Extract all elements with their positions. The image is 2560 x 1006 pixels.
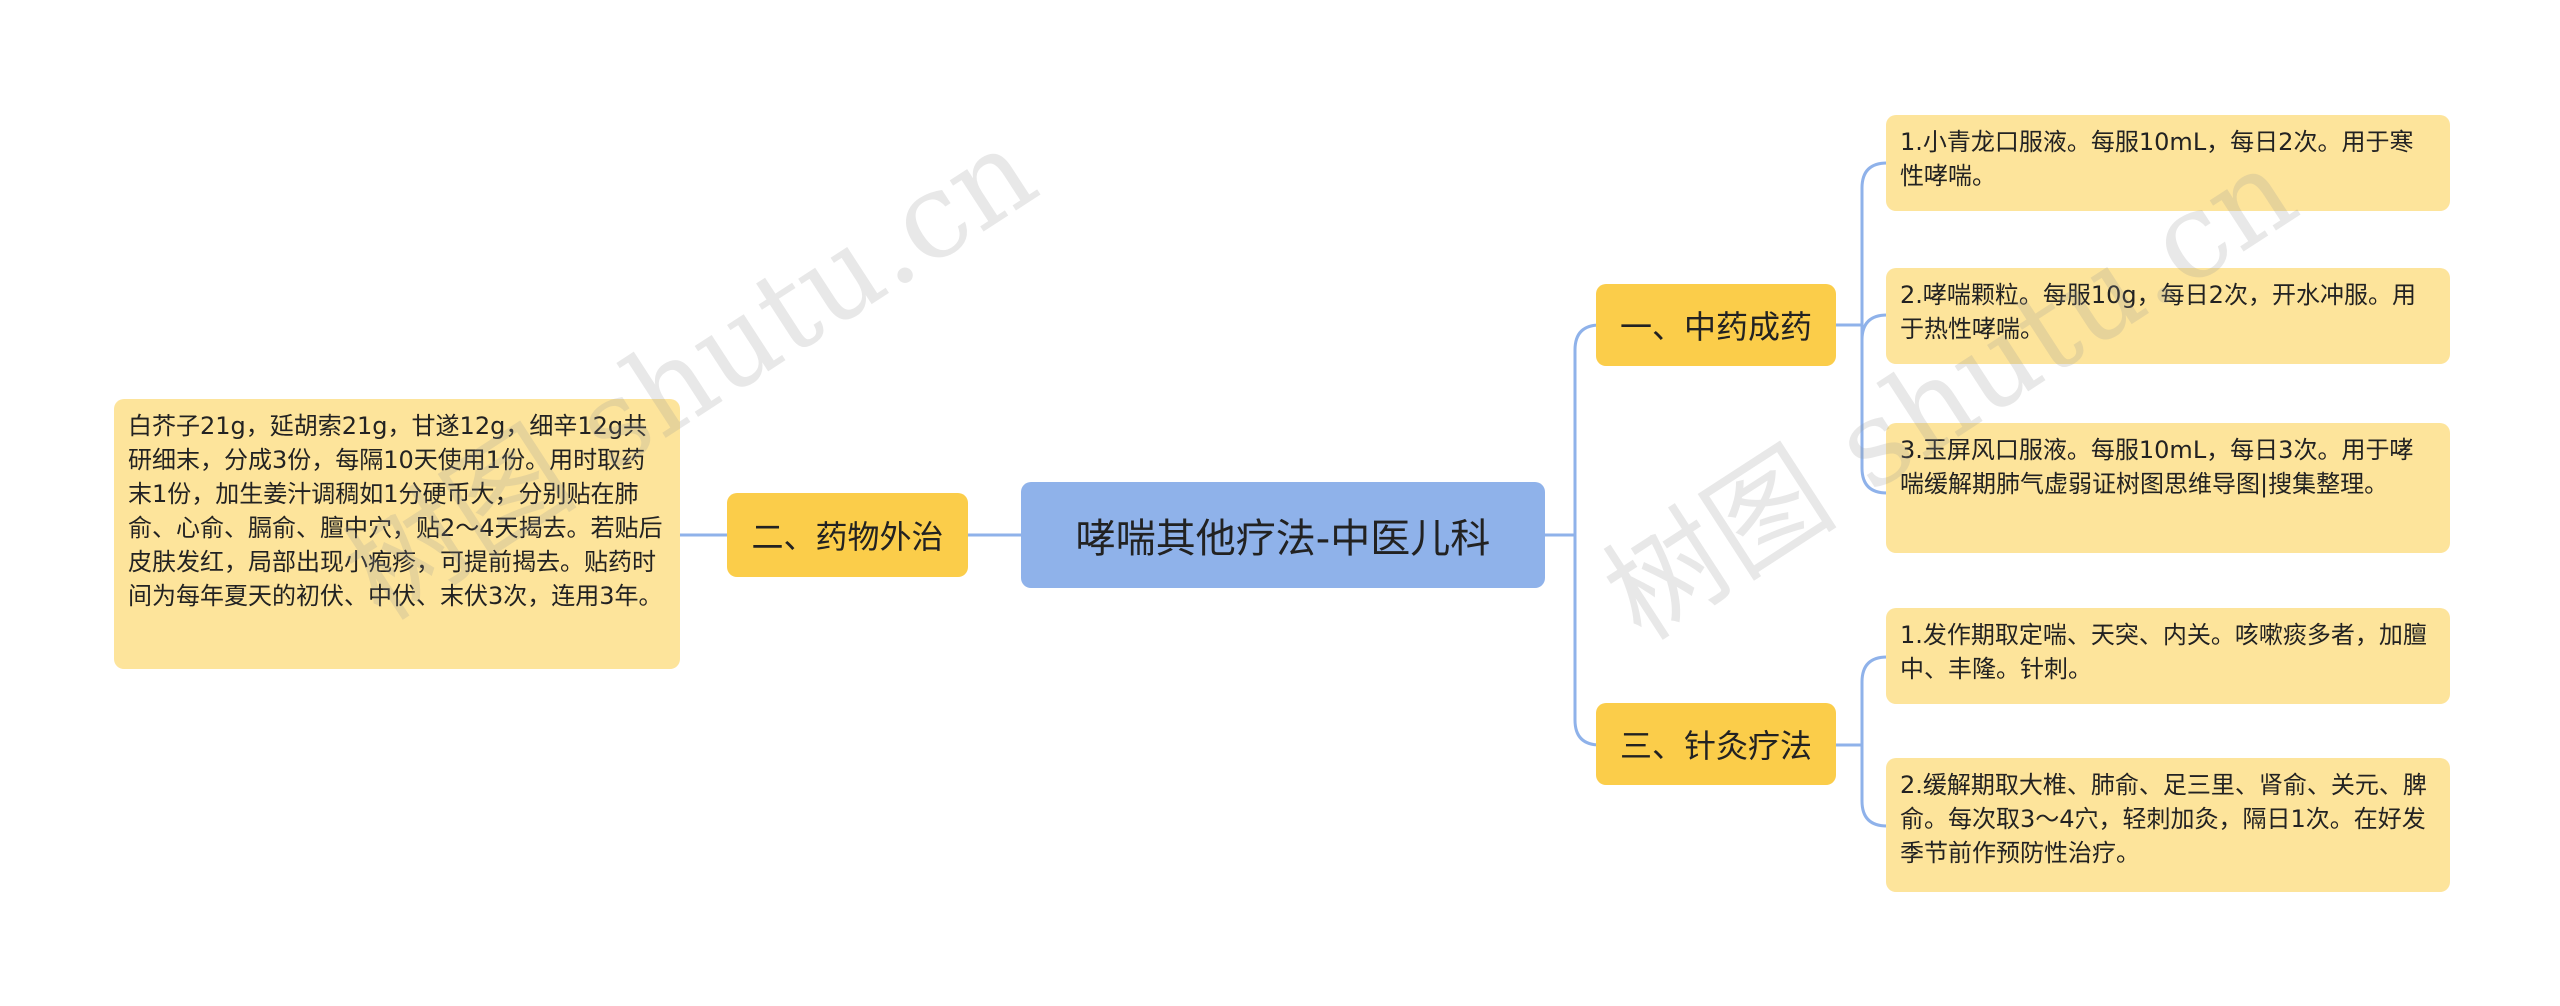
leaf-patent-medicine-3[interactable]: 3.玉屏风口服液。每服10mL，每日3次。用于哮喘缓解期肺气虚弱证树图思维导图|… xyxy=(1886,423,2450,553)
leaf-external-treatment-1[interactable]: 白芥子21g，延胡索21g，甘遂12g，细辛12g共研细末，分成3份，每隔10天… xyxy=(114,399,680,669)
branch-patent-medicine[interactable]: 一、中药成药 xyxy=(1596,284,1836,366)
leaf-patent-medicine-1[interactable]: 1.小青龙口服液。每服10mL，每日2次。用于寒性哮喘。 xyxy=(1886,115,2450,211)
branch-external-treatment[interactable]: 二、药物外治 xyxy=(727,493,968,577)
leaf-patent-medicine-2[interactable]: 2.哮喘颗粒。每服10g，每日2次，开水冲服。用于热性哮喘。 xyxy=(1886,268,2450,364)
leaf-acupuncture-2[interactable]: 2.缓解期取大椎、肺俞、足三里、肾俞、关元、脾俞。每次取3～4穴，轻刺加灸，隔日… xyxy=(1886,758,2450,892)
root-topic[interactable]: 哮喘其他疗法-中医儿科 xyxy=(1021,482,1545,588)
branch-acupuncture[interactable]: 三、针灸疗法 xyxy=(1596,703,1836,785)
leaf-acupuncture-1[interactable]: 1.发作期取定喘、天突、内关。咳嗽痰多者，加膻中、丰隆。针刺。 xyxy=(1886,608,2450,704)
